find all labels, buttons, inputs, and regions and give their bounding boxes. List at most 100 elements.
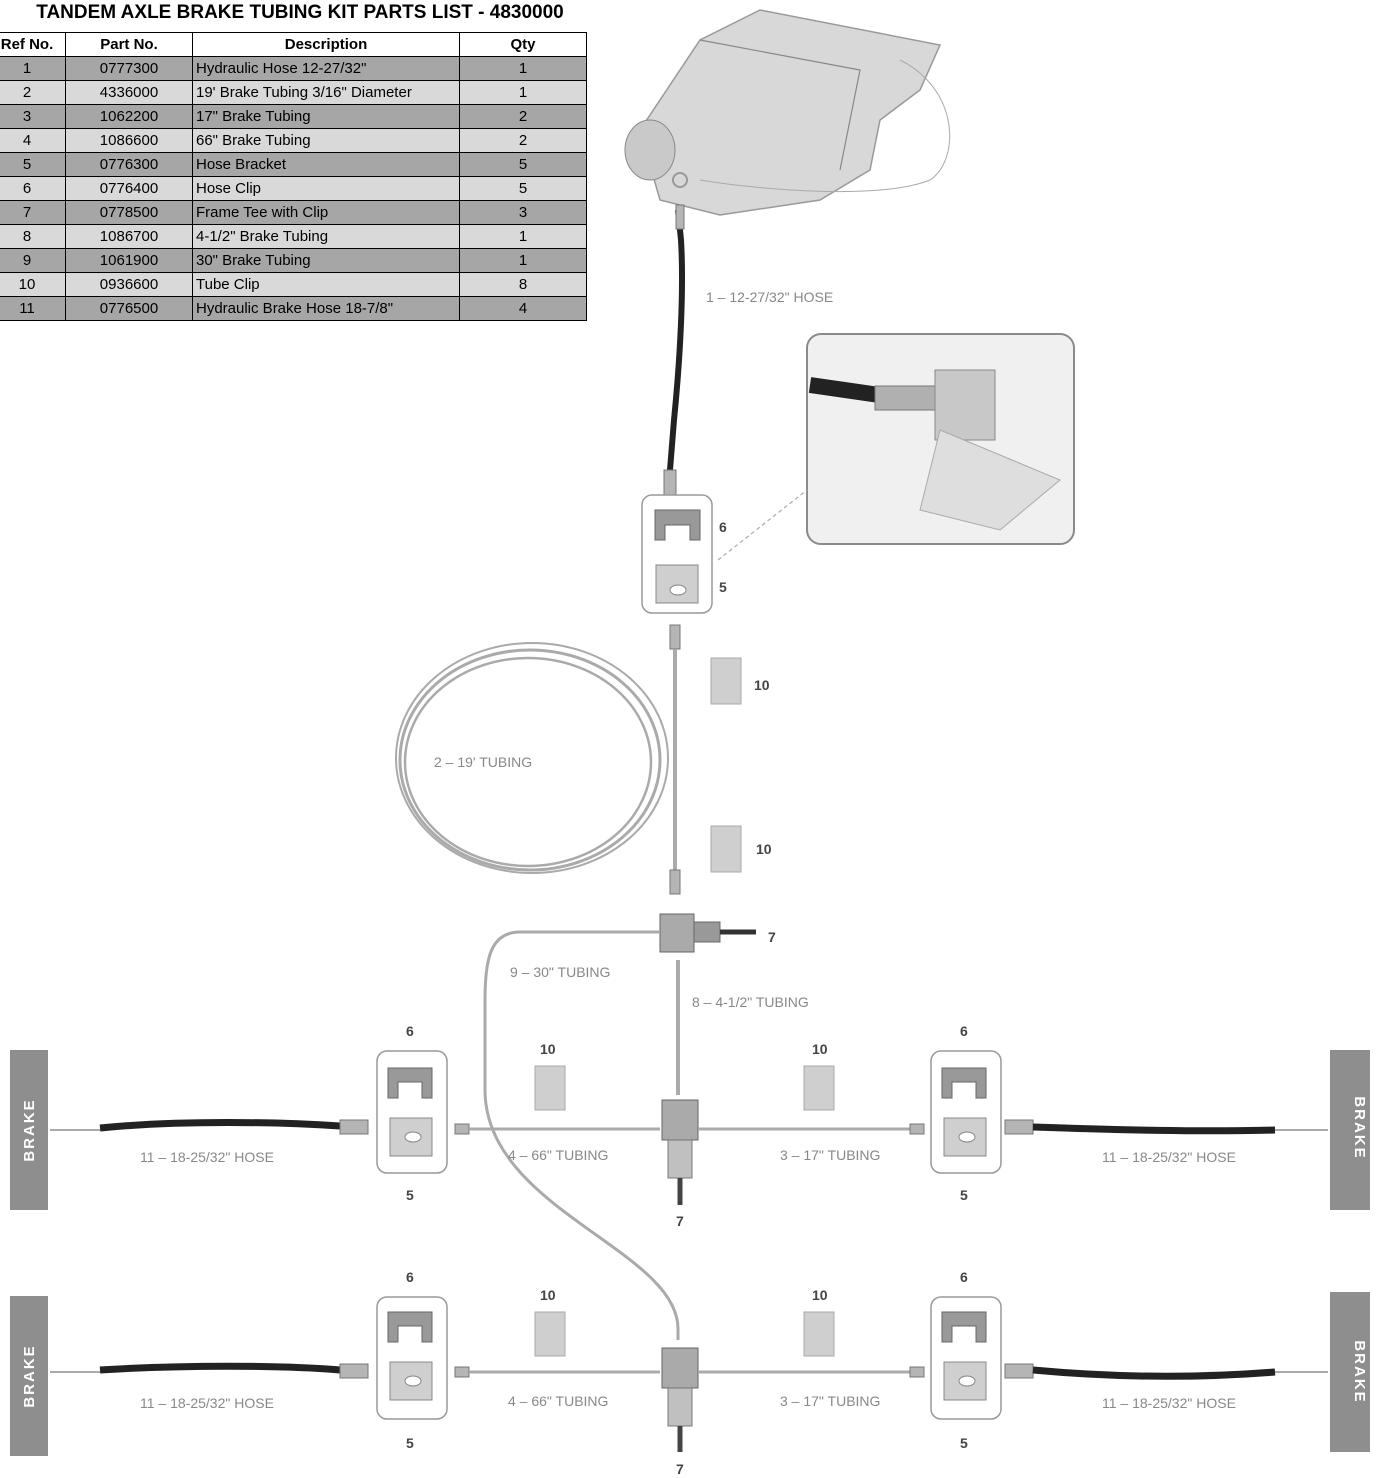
label-tubing-2: 2 – 19' TUBING xyxy=(434,754,532,770)
tube-clip-10-lower-right xyxy=(803,1311,835,1357)
label-clip-upper-left-5: 5 xyxy=(406,1187,414,1203)
label-top-6: 6 xyxy=(719,519,727,535)
frame-tee-bottom xyxy=(661,1347,699,1452)
cell-ref-no: 2 xyxy=(0,80,66,105)
cell-part-no: 0778500 xyxy=(65,200,193,225)
tube-clip-10-upper xyxy=(710,657,742,705)
cell-description: Hydraulic Brake Hose 18-7/8" xyxy=(192,296,460,321)
cell-ref-no: 11 xyxy=(0,296,66,321)
parts-list-title: TANDEM AXLE BRAKE TUBING KIT PARTS LIST … xyxy=(36,2,564,23)
cell-ref-no: 4 xyxy=(0,128,66,153)
tube-clip-10-lower xyxy=(710,825,742,873)
label-frame-tee-top-7: 7 xyxy=(768,929,776,945)
cell-ref-no: 7 xyxy=(0,200,66,225)
cell-part-no: 1086600 xyxy=(65,128,193,153)
col-qty: Qty xyxy=(459,32,587,57)
brake-label-upper-right: BRAKE xyxy=(1351,1096,1368,1159)
label-tube-clip-upper-left-10: 10 xyxy=(540,1041,556,1057)
tube-clip-10-upper-left xyxy=(534,1065,566,1111)
cell-description: 30" Brake Tubing xyxy=(192,248,460,273)
label-clip-upper-right-5: 5 xyxy=(960,1187,968,1203)
hose-11-lower-right xyxy=(1004,1363,1328,1380)
label-hose-11-upper-left: 11 – 18-25/32" HOSE xyxy=(140,1149,274,1165)
brake-block-upper-left: BRAKE xyxy=(10,1050,48,1210)
cell-part-no: 4336000 xyxy=(65,80,193,105)
tubing-2 xyxy=(395,624,681,895)
label-clip-lower-right-5: 5 xyxy=(960,1435,968,1451)
label-tube-clip-lower-right-10: 10 xyxy=(812,1287,828,1303)
cell-ref-no: 3 xyxy=(0,104,66,129)
tubing-9 xyxy=(483,930,680,1340)
label-clip-upper-right-6: 6 xyxy=(960,1023,968,1039)
cell-description: 4-1/2" Brake Tubing xyxy=(192,224,460,249)
cell-description: Hose Bracket xyxy=(192,152,460,177)
brake-block-lower-left: BRAKE xyxy=(10,1296,48,1456)
label-clip-lower-left-6: 6 xyxy=(406,1269,414,1285)
hose-1 xyxy=(663,204,686,499)
cell-description: 19' Brake Tubing 3/16" Diameter xyxy=(192,80,460,105)
tube-clip-10-lower-left xyxy=(534,1311,566,1357)
cell-qty: 5 xyxy=(459,152,587,177)
frame-tee-middle xyxy=(661,1099,699,1205)
label-tubing-8: 8 – 4-1/2" TUBING xyxy=(692,994,809,1010)
cell-qty: 1 xyxy=(459,56,587,81)
label-tubing-3-upper: 3 – 17" TUBING xyxy=(780,1147,880,1163)
cell-ref-no: 5 xyxy=(0,152,66,177)
brake-label-lower-left: BRAKE xyxy=(21,1344,38,1407)
brake-block-upper-right: BRAKE xyxy=(1330,1050,1370,1210)
hose-11-upper-left xyxy=(50,1119,369,1135)
label-tube-clip-10-lower: 10 xyxy=(756,841,772,857)
frame-tee-top xyxy=(659,913,756,953)
label-frame-tee-middle-7: 7 xyxy=(676,1213,684,1229)
cell-ref-no: 6 xyxy=(0,176,66,201)
label-hose-11-lower-right: 11 – 18-25/32" HOSE xyxy=(1102,1395,1236,1411)
label-tubing-9: 9 – 30" TUBING xyxy=(510,964,610,980)
label-tube-clip-lower-left-10: 10 xyxy=(540,1287,556,1303)
hose-11-lower-left xyxy=(50,1362,369,1379)
cell-qty: 8 xyxy=(459,272,587,297)
label-hose-11-upper-right: 11 – 18-25/32" HOSE xyxy=(1102,1149,1236,1165)
clip-bracket-lower-right xyxy=(930,1296,1002,1420)
cell-part-no: 1086700 xyxy=(65,224,193,249)
brake-label-upper-left: BRAKE xyxy=(21,1098,38,1161)
label-tube-clip-upper-right-10: 10 xyxy=(812,1041,828,1057)
cell-part-no: 0936600 xyxy=(65,272,193,297)
cell-qty: 2 xyxy=(459,128,587,153)
cell-qty: 4 xyxy=(459,296,587,321)
label-tubing-4-upper: 4 – 66" TUBING xyxy=(508,1147,608,1163)
label-clip-lower-left-5: 5 xyxy=(406,1435,414,1451)
brake-block-lower-right: BRAKE xyxy=(1330,1292,1370,1452)
inset-bracket-photo xyxy=(806,333,1075,545)
cell-description: 66" Brake Tubing xyxy=(192,128,460,153)
clip-bracket-upper-left xyxy=(376,1050,448,1174)
cell-part-no: 1062200 xyxy=(65,104,193,129)
label-tubing-4-lower: 4 – 66" TUBING xyxy=(508,1393,608,1409)
clip-bracket-lower-left xyxy=(376,1296,448,1420)
label-frame-tee-bottom-7: 7 xyxy=(676,1461,684,1477)
top-clip-bracket-group xyxy=(641,494,713,614)
cell-qty: 5 xyxy=(459,176,587,201)
cell-part-no: 1061900 xyxy=(65,248,193,273)
clip-bracket-upper-right xyxy=(930,1050,1002,1174)
cell-description: Frame Tee with Clip xyxy=(192,200,460,225)
table-header-row: Ref No. Part No. Description Qty xyxy=(0,32,587,57)
tube-clip-10-upper-right xyxy=(803,1065,835,1111)
cell-description: Tube Clip xyxy=(192,272,460,297)
label-top-5: 5 xyxy=(719,579,727,595)
cell-part-no: 0777300 xyxy=(65,56,193,81)
label-clip-lower-right-6: 6 xyxy=(960,1269,968,1285)
label-hose-1: 1 – 12-27/32" HOSE xyxy=(706,289,833,305)
cell-description: Hydraulic Hose 12-27/32" xyxy=(192,56,460,81)
cell-description: Hose Clip xyxy=(192,176,460,201)
hose-11-upper-right xyxy=(1004,1119,1328,1135)
label-clip-upper-left-6: 6 xyxy=(406,1023,414,1039)
